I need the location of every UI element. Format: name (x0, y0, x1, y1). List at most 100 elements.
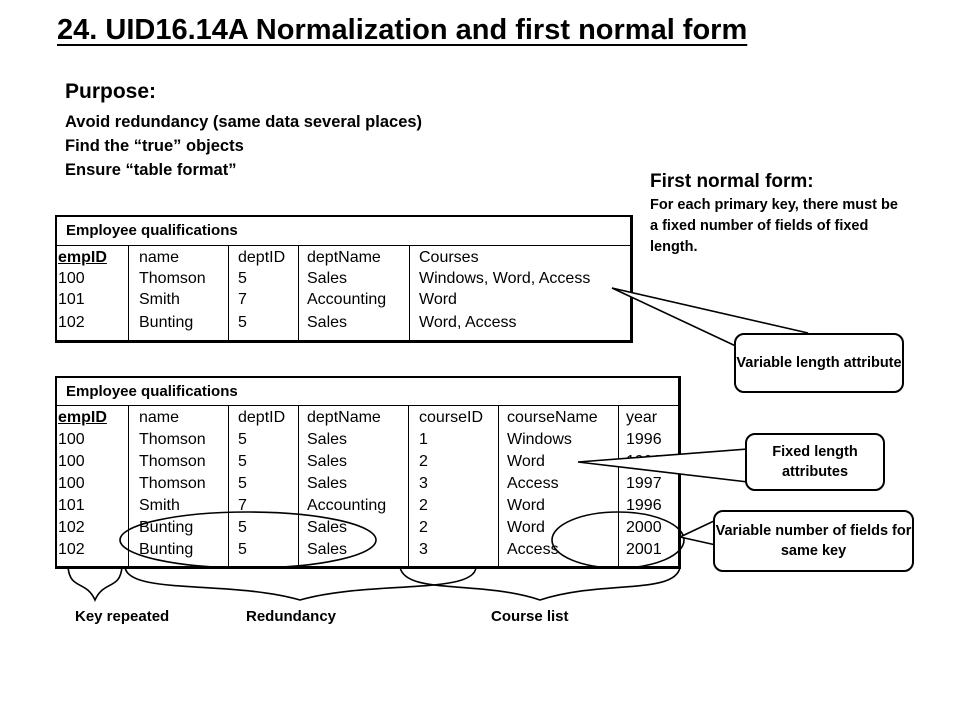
table-cell: Windows (507, 431, 572, 448)
column-divider (409, 245, 410, 341)
table-cell: Word (507, 497, 545, 514)
column-divider (498, 405, 499, 567)
table-cell: 5 (238, 541, 247, 558)
column-divider (228, 405, 229, 567)
ellipse-variable-fields (551, 511, 685, 569)
table-cell: Bunting (139, 519, 194, 536)
column-divider (128, 245, 129, 341)
table-cell: Bunting (139, 314, 194, 331)
table-cell: 102 (58, 541, 85, 558)
table-cell: Access (507, 475, 559, 492)
table-cell: 100 (58, 270, 85, 287)
brace-label-key-repeated: Key repeated (75, 608, 170, 625)
brace-key-repeated (67, 566, 123, 602)
purpose-line: Ensure “table format” (65, 161, 237, 179)
table-cell: 5 (238, 270, 247, 287)
purpose-line: Avoid redundancy (same data several plac… (65, 113, 423, 131)
column-divider (408, 405, 409, 567)
callout-fixed-length-attributes: Fixed length attributes (745, 433, 885, 491)
table-cell: 5 (238, 453, 247, 470)
table-cell: 5 (238, 314, 247, 331)
table-cell: Sales (307, 314, 348, 331)
table-cell: 2 (419, 519, 428, 536)
first-normal-form-heading: First normal form: (650, 171, 814, 192)
column-divider (228, 245, 229, 341)
column-divider (298, 405, 299, 567)
table-cell: Word (507, 453, 545, 470)
purpose-section: Purpose: Avoid redundancy (same data sev… (65, 80, 422, 182)
table-cell: 1997 (626, 475, 662, 492)
table-cell: 102 (58, 519, 85, 536)
table-cell: Sales (307, 541, 348, 558)
table-cell: 2 (419, 453, 428, 470)
column-header-deptname: deptName (307, 409, 381, 426)
table-caption: Employee qualifications (66, 222, 238, 239)
table-cell: 100 (58, 475, 85, 492)
table-cell: 102 (58, 314, 85, 331)
column-header-name: name (139, 249, 180, 266)
table-cell: Word (419, 291, 457, 308)
table-cell: Smith (139, 497, 180, 514)
table-cell: Thomson (139, 270, 206, 287)
column-header-year: year (626, 409, 658, 426)
table-cell: 5 (238, 475, 247, 492)
ellipse-redundancy (119, 511, 377, 569)
table-cell: Access (507, 541, 559, 558)
callout-variable-length-attribute: Variable length attribute (734, 333, 904, 393)
column-header-deptname: deptName (307, 249, 381, 266)
table-cell: Thomson (139, 431, 206, 448)
callout-pointer-variable-fields (677, 518, 717, 546)
table-cell: 1 (419, 431, 428, 448)
first-normal-form-definition: For each primary key, there must be a fi… (650, 197, 898, 255)
callout-variable-number-of-fields: Variable number of fields for same key (713, 510, 914, 572)
purpose-line: Find the “true” objects (65, 137, 244, 155)
table-cell: Sales (307, 270, 348, 287)
table-cell: Word, Access (419, 314, 517, 331)
table-cell: 100 (58, 431, 85, 448)
table-cell: Accounting (307, 497, 387, 514)
table-cell: Thomson (139, 475, 206, 492)
table-cell: Sales (307, 475, 348, 492)
column-divider (128, 405, 129, 567)
table-cell: 100 (58, 453, 85, 470)
column-header-deptid: deptID (238, 249, 286, 266)
column-divider (618, 405, 619, 567)
purpose-heading: Purpose: (65, 80, 157, 103)
column-header-courseid: courseID (419, 409, 484, 426)
table-cell: 7 (238, 497, 247, 514)
table-cell: Windows, Word, Access (419, 270, 591, 287)
table-cell: 101 (58, 497, 85, 514)
first-normal-form-section: First normal form: For each primary key,… (650, 170, 910, 258)
column-header-empid: empID (58, 249, 107, 266)
table-cell: Thomson (139, 453, 206, 470)
table-cell: 2 (419, 497, 428, 514)
table-cell: Bunting (139, 541, 194, 558)
slide-title: 24. UID16.14A Normalization and first no… (57, 14, 748, 46)
callout-pointer-fixed-length (577, 448, 749, 483)
column-header-name: name (139, 409, 180, 426)
table-cell: 7 (238, 291, 247, 308)
table-cell: 2001 (626, 541, 662, 558)
employee-qualifications-table-first-normal-form: Employee qualifications empID name deptI… (55, 376, 681, 569)
table-cell: 3 (419, 541, 428, 558)
table-cell: Accounting (307, 291, 387, 308)
table-cell: 101 (58, 291, 85, 308)
table-cell: 3 (419, 475, 428, 492)
table-cell: Word (507, 519, 545, 536)
table-cell: 2000 (626, 519, 662, 536)
brace-course-list (399, 566, 681, 601)
table-header-divider (57, 405, 678, 406)
table-cell: Smith (139, 291, 180, 308)
employee-qualifications-table-unnormalized: Employee qualifications empID name deptI… (55, 215, 633, 343)
column-header-courses: Courses (419, 249, 479, 266)
table-header-divider (57, 245, 630, 246)
brace-label-course-list: Course list (491, 608, 569, 625)
table-cell: 5 (238, 519, 247, 536)
column-header-coursename: courseName (507, 409, 598, 426)
table-cell: 5 (238, 431, 247, 448)
table-cell: Sales (307, 519, 348, 536)
table-cell: 1996 (626, 497, 662, 514)
column-divider (298, 245, 299, 341)
brace-label-redundancy: Redundancy (246, 608, 337, 625)
column-header-deptid: deptID (238, 409, 286, 426)
